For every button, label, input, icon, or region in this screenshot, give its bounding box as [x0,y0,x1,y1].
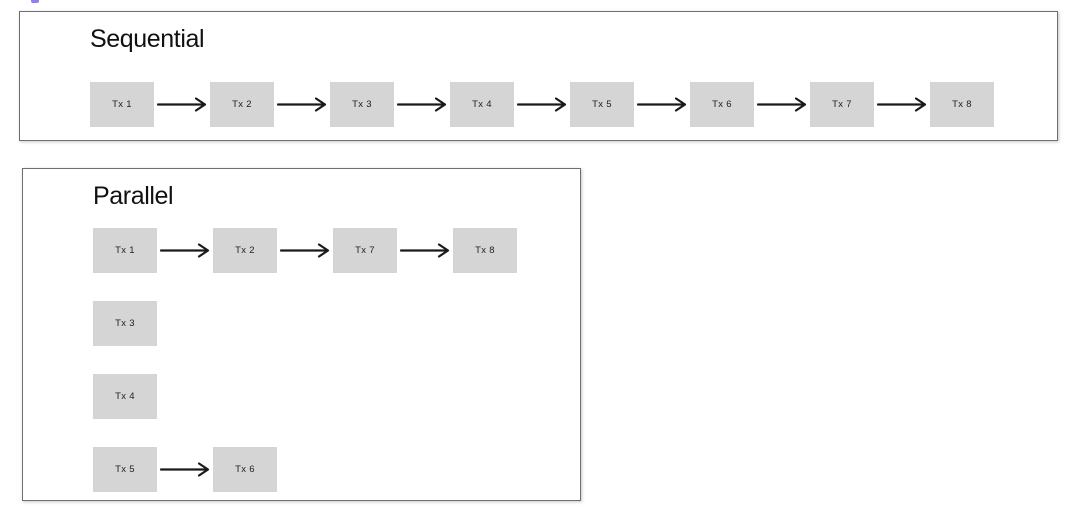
tx-node[interactable]: Tx 2 [213,228,277,273]
parallel-flow-rows: Tx 1 Tx 2 Tx 7 Tx 8 Tx 3 Tx 4 Tx 5 Tx 6 [93,228,517,520]
flow-arrow-icon[interactable] [514,82,570,127]
flow-row: Tx 3 [93,301,517,346]
tx-node[interactable]: Tx 5 [570,82,634,127]
tx-node[interactable]: Tx 1 [90,82,154,127]
flow-arrow-icon[interactable] [157,447,213,492]
tx-node[interactable]: Tx 3 [330,82,394,127]
collab-cursor-fragment [31,0,39,3]
sequential-panel-title: Sequential [90,25,205,53]
flow-row: Tx 1 Tx 2 Tx 3 Tx 4 Tx 5 Tx 6 Tx 7 Tx 8 [90,82,994,127]
flow-arrow-icon[interactable] [874,82,930,127]
tx-node[interactable]: Tx 3 [93,301,157,346]
flow-row: Tx 4 [93,374,517,419]
tx-node[interactable]: Tx 8 [930,82,994,127]
tx-node[interactable]: Tx 1 [93,228,157,273]
flow-arrow-icon[interactable] [634,82,690,127]
tx-node[interactable]: Tx 6 [690,82,754,127]
flow-arrow-icon[interactable] [274,82,330,127]
tx-node[interactable]: Tx 4 [450,82,514,127]
tx-node[interactable]: Tx 7 [333,228,397,273]
tx-node[interactable]: Tx 7 [810,82,874,127]
flow-arrow-icon[interactable] [397,228,453,273]
flow-arrow-icon[interactable] [754,82,810,127]
tx-node[interactable]: Tx 8 [453,228,517,273]
tx-node[interactable]: Tx 5 [93,447,157,492]
parallel-panel-title: Parallel [93,182,174,210]
flow-arrow-icon[interactable] [277,228,333,273]
flow-row: Tx 1 Tx 2 Tx 7 Tx 8 [93,228,517,273]
sequential-flow-rows: Tx 1 Tx 2 Tx 3 Tx 4 Tx 5 Tx 6 Tx 7 Tx 8 [90,82,994,155]
flow-arrow-icon[interactable] [154,82,210,127]
tx-node[interactable]: Tx 2 [210,82,274,127]
tx-node[interactable]: Tx 4 [93,374,157,419]
flow-arrow-icon[interactable] [394,82,450,127]
flow-row: Tx 5 Tx 6 [93,447,517,492]
flow-arrow-icon[interactable] [157,228,213,273]
tx-node[interactable]: Tx 6 [213,447,277,492]
